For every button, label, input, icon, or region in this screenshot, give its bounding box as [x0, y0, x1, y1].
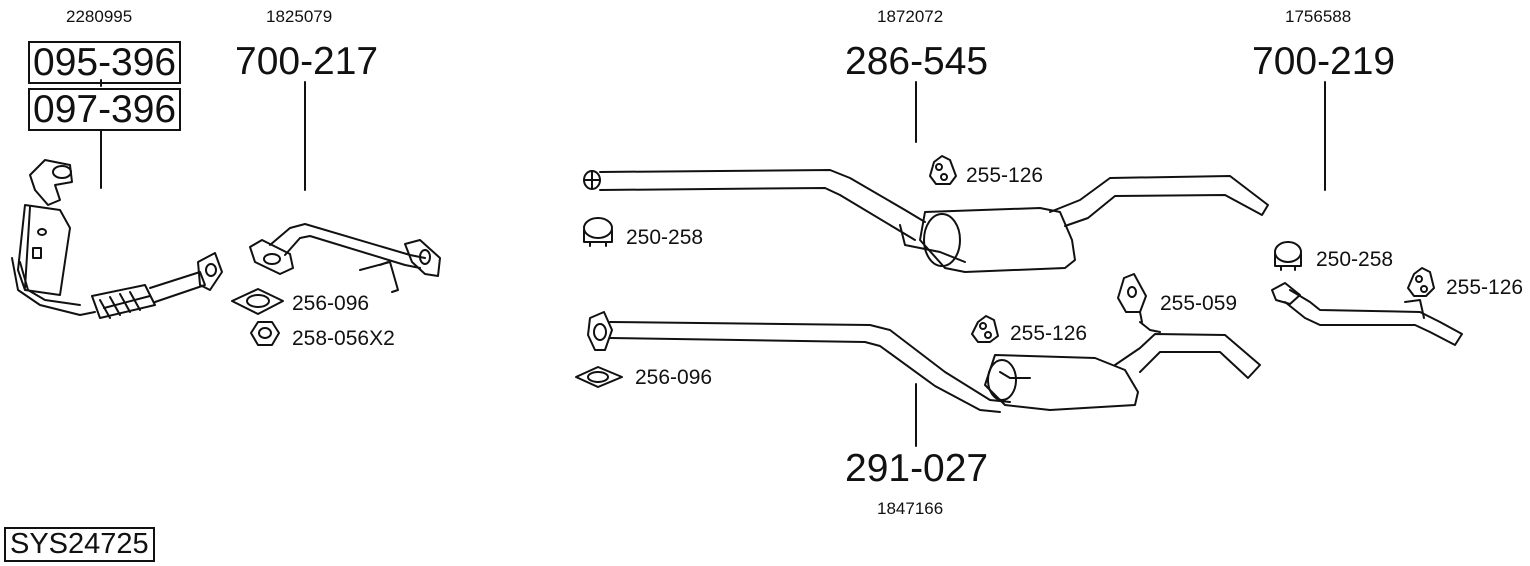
gasket-label-lower[interactable]: 256-096: [635, 366, 713, 389]
gasket-label-front[interactable]: 256-096: [292, 292, 370, 315]
nut-drawing: [250, 321, 280, 346]
clamp-drawing-upper: [583, 217, 613, 247]
clamp-label-upper[interactable]: 250-258: [626, 226, 704, 249]
gasket-drawing-lower: [575, 366, 623, 388]
hanger-drawing-upper: [929, 155, 957, 185]
tail-pipe-drawing: [1271, 282, 1463, 346]
front-pipe-drawing: [249, 223, 441, 293]
oem-number-front-pipe: 1825079: [266, 7, 333, 26]
clamp-label-tail[interactable]: 250-258: [1316, 248, 1394, 271]
center-silencer-upper-drawing: [583, 169, 1269, 273]
nut-label[interactable]: 258-056X2: [292, 327, 395, 350]
hanger-drawing-lower: [971, 315, 999, 343]
center-silencer-lower-drawing: [587, 311, 1261, 413]
gasket-drawing-front: [231, 288, 284, 315]
oem-number-tail-pipe: 1756588: [1285, 7, 1352, 26]
clamp-drawing-tail: [1274, 241, 1302, 271]
part-number-front-pipe[interactable]: 700-217: [235, 40, 379, 83]
catalytic-converter-drawing: [11, 159, 223, 319]
part-number-097-396[interactable]: 097-396: [28, 88, 182, 131]
part-number-center-silencer-upper[interactable]: 286-545: [845, 40, 989, 83]
part-number-center-silencer-lower[interactable]: 291-027: [845, 447, 989, 490]
part-number-095-396[interactable]: 095-396: [28, 41, 182, 84]
oem-number-center-silencer-lower: 1847166: [877, 499, 944, 518]
hanger-drawing-tail: [1407, 267, 1435, 297]
hanger-label-255-059[interactable]: 255-059: [1160, 292, 1238, 315]
hanger-label-upper[interactable]: 255-126: [966, 164, 1044, 187]
part-number-tail-pipe[interactable]: 700-219: [1252, 40, 1396, 83]
oem-number-catalytic-converter: 2280995: [66, 7, 133, 26]
hanger-label-tail[interactable]: 255-126: [1446, 276, 1524, 299]
system-code: SYS24725: [4, 527, 155, 562]
hanger-drawing-255-059: [1117, 273, 1147, 323]
hanger-label-lower[interactable]: 255-126: [1010, 322, 1088, 345]
oem-number-center-silencer-upper: 1872072: [877, 7, 944, 26]
